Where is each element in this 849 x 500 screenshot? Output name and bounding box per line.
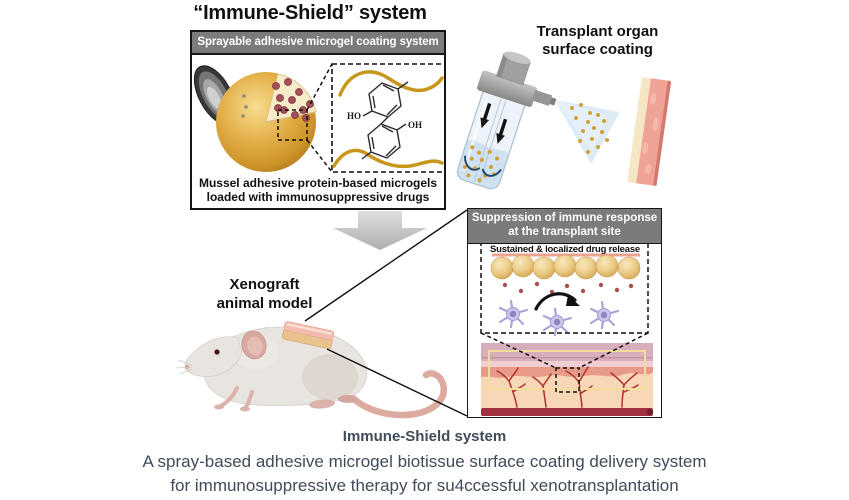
- chemical-structure: HO OH: [332, 70, 444, 169]
- suppression-panel: Suppression of immune response at the tr…: [467, 208, 662, 418]
- spray-cone: [555, 100, 620, 164]
- xenograft-label-line-1: Xenograft: [229, 276, 300, 293]
- footer-line-2: for immunosuppressive therapy for su4cce…: [170, 475, 679, 495]
- suppression-header-line-2: at the transplant site: [508, 226, 621, 239]
- xenograft-label-line-2: animal model: [216, 294, 313, 312]
- mouse-illustration: [175, 321, 448, 419]
- spray-label-line-1: Transplant organ: [536, 23, 659, 40]
- microgel-panel: Sprayable adhesive microgel coating syst…: [190, 30, 446, 210]
- chem-label-ho: HO: [347, 111, 361, 121]
- released-drug-dots: [502, 281, 634, 295]
- microgel-panel-header: Sprayable adhesive microgel coating syst…: [192, 32, 444, 55]
- suppression-panel-header: Suppression of immune response at the tr…: [468, 209, 661, 244]
- suppression-arrow: [534, 292, 577, 311]
- xenograft-label: Xenograft animal model: [187, 276, 342, 314]
- page-title: “Immune-Shield” system: [193, 2, 427, 24]
- spray-bottle: [457, 51, 557, 190]
- figure-footer: Immune-Shield system A spray-based adhes…: [0, 428, 849, 498]
- microgel-layer: [490, 254, 641, 280]
- footer-heading: Immune-Shield system: [342, 428, 507, 445]
- spray-section-label: Transplant organ surface coating: [500, 23, 695, 60]
- tissue-strip: [627, 77, 672, 186]
- drug-release-scene: [490, 253, 641, 337]
- caption-line-1: Mussel adhesive protein-based microgels: [198, 175, 438, 190]
- footer-line-1: A spray-based adhesive microgel biotissu…: [142, 452, 707, 471]
- spray-label-line-2: surface coating: [542, 41, 653, 59]
- graft-outline: [488, 350, 646, 390]
- magnifier-callout-lines: [304, 209, 468, 417]
- chem-callout-lines: [277, 63, 446, 173]
- caption-line-2: loaded with immunosuppressive drugs: [206, 190, 430, 205]
- implant-patch: [281, 321, 335, 349]
- microgel-panel-caption: Mussel adhesive protein-based microgels …: [192, 176, 444, 205]
- immune-cells: [498, 299, 620, 337]
- release-label: Sustained & localized drug release: [489, 244, 640, 255]
- down-arrow-icon: [333, 211, 427, 250]
- suppression-header-line-1: Suppression of immune response: [471, 212, 658, 224]
- chem-label-oh: OH: [408, 120, 422, 130]
- blood-vessels: [496, 366, 639, 408]
